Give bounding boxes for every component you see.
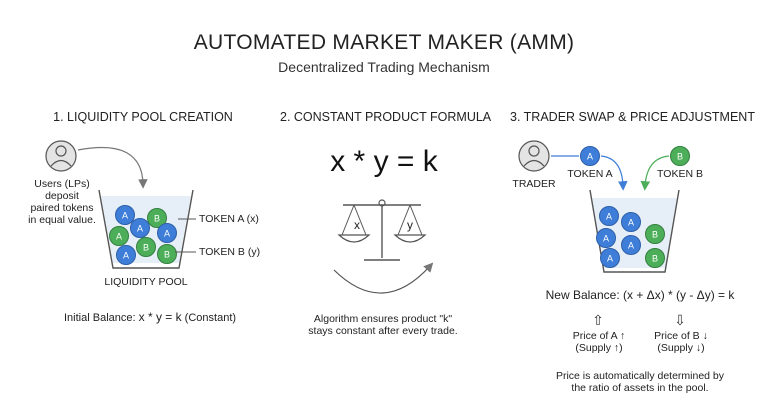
token-a-to-pool-arrow bbox=[600, 155, 628, 191]
token-a-coin: A bbox=[621, 235, 641, 255]
section2-heading: 2. CONSTANT PRODUCT FORMULA bbox=[280, 110, 492, 124]
users-description: Users (LPs) deposit paired tokens in equ… bbox=[28, 178, 96, 226]
svg-text:A: A bbox=[116, 232, 122, 242]
page-subtitle: Decentralized Trading Mechanism bbox=[278, 59, 490, 75]
token-a-coin: A bbox=[109, 226, 129, 246]
token-a-coin: A bbox=[115, 205, 135, 225]
swap-token-a-label: TOKEN A bbox=[567, 168, 613, 180]
price-a-change: Price of A ↑ (Supply ↑) bbox=[572, 330, 626, 354]
svg-text:B: B bbox=[154, 214, 160, 224]
token-b-label: TOKEN B (y) bbox=[199, 246, 261, 258]
token-a-coin: A bbox=[157, 223, 177, 243]
svg-text:A: A bbox=[628, 241, 634, 251]
price-down-arrow-icon: ⇩ bbox=[674, 312, 686, 328]
token-letter: A bbox=[122, 211, 128, 221]
algorithm-note: Algorithm ensures product "k" stays cons… bbox=[308, 313, 458, 337]
svg-text:B: B bbox=[652, 230, 658, 240]
token-a-coin: A bbox=[130, 218, 150, 238]
token-a-coin: A bbox=[600, 248, 620, 268]
section3-tokens: A A A A B A B bbox=[596, 206, 665, 268]
token-b-coin: B bbox=[147, 208, 167, 228]
section1-heading: 1. LIQUIDITY POOL CREATION bbox=[53, 110, 233, 124]
cycle-arrow bbox=[333, 262, 434, 294]
price-determination-note: Price is automatically determined by the… bbox=[555, 370, 725, 394]
svg-text:B: B bbox=[677, 152, 683, 162]
swap-token-b-label: TOKEN B bbox=[657, 168, 703, 180]
initial-balance-formula: x * y = k bbox=[138, 310, 182, 324]
svg-text:A: A bbox=[628, 218, 634, 228]
token-b-coin: B bbox=[136, 237, 156, 257]
token-b-coin: B bbox=[157, 244, 177, 264]
token-b-coin: B bbox=[645, 248, 665, 268]
svg-text:A: A bbox=[607, 254, 613, 264]
price-b-change: Price of B ↓ (Supply ↓) bbox=[654, 330, 708, 354]
svg-text:A: A bbox=[606, 212, 612, 222]
svg-text:A: A bbox=[603, 234, 609, 244]
svg-text:B: B bbox=[143, 243, 149, 253]
token-b-coin: B bbox=[645, 224, 665, 244]
section1-tokens: A B A A A B A B bbox=[109, 205, 177, 265]
token-a-coin: A bbox=[596, 228, 616, 248]
trader-label: TRADER bbox=[512, 178, 556, 190]
liquidity-pool-label: LIQUIDITY POOL bbox=[104, 276, 188, 288]
initial-balance: Initial Balance: x * y = k (Constant) bbox=[64, 310, 237, 324]
token-b-out-arrow bbox=[640, 155, 670, 191]
section1-deposit-arrow bbox=[77, 146, 148, 189]
new-balance-formula: (x + Δx) * (y - Δy) = k bbox=[623, 288, 735, 302]
token-a-label: TOKEN A (x) bbox=[199, 213, 259, 225]
price-up-arrow-icon: ⇧ bbox=[592, 312, 604, 328]
token-a-coin: A bbox=[599, 206, 619, 226]
constant-product-formula: x * y = k bbox=[330, 145, 438, 178]
svg-text:A: A bbox=[137, 224, 143, 234]
svg-text:A: A bbox=[123, 251, 129, 261]
balance-scale-icon: x y bbox=[337, 199, 427, 261]
svg-text:A: A bbox=[587, 152, 593, 162]
section3-heading: 3. TRADER SWAP & PRICE ADJUSTMENT bbox=[510, 110, 755, 124]
token-a-coin: A bbox=[116, 245, 136, 265]
section1-user-icon bbox=[45, 140, 77, 172]
pan-left-label: x bbox=[354, 218, 360, 232]
token-a-coin: A bbox=[621, 212, 641, 232]
svg-text:A: A bbox=[164, 229, 170, 239]
token-b-coin: B bbox=[670, 146, 690, 166]
new-balance: New Balance: (x + Δx) * (y - Δy) = k bbox=[545, 288, 735, 302]
svg-text:B: B bbox=[652, 254, 658, 264]
token-a-coin: A bbox=[580, 146, 600, 166]
page-title: AUTOMATED MARKET MAKER (AMM) bbox=[193, 31, 575, 54]
trader-user-icon bbox=[518, 140, 550, 172]
svg-text:B: B bbox=[164, 250, 170, 260]
pan-right-label: y bbox=[407, 218, 413, 232]
